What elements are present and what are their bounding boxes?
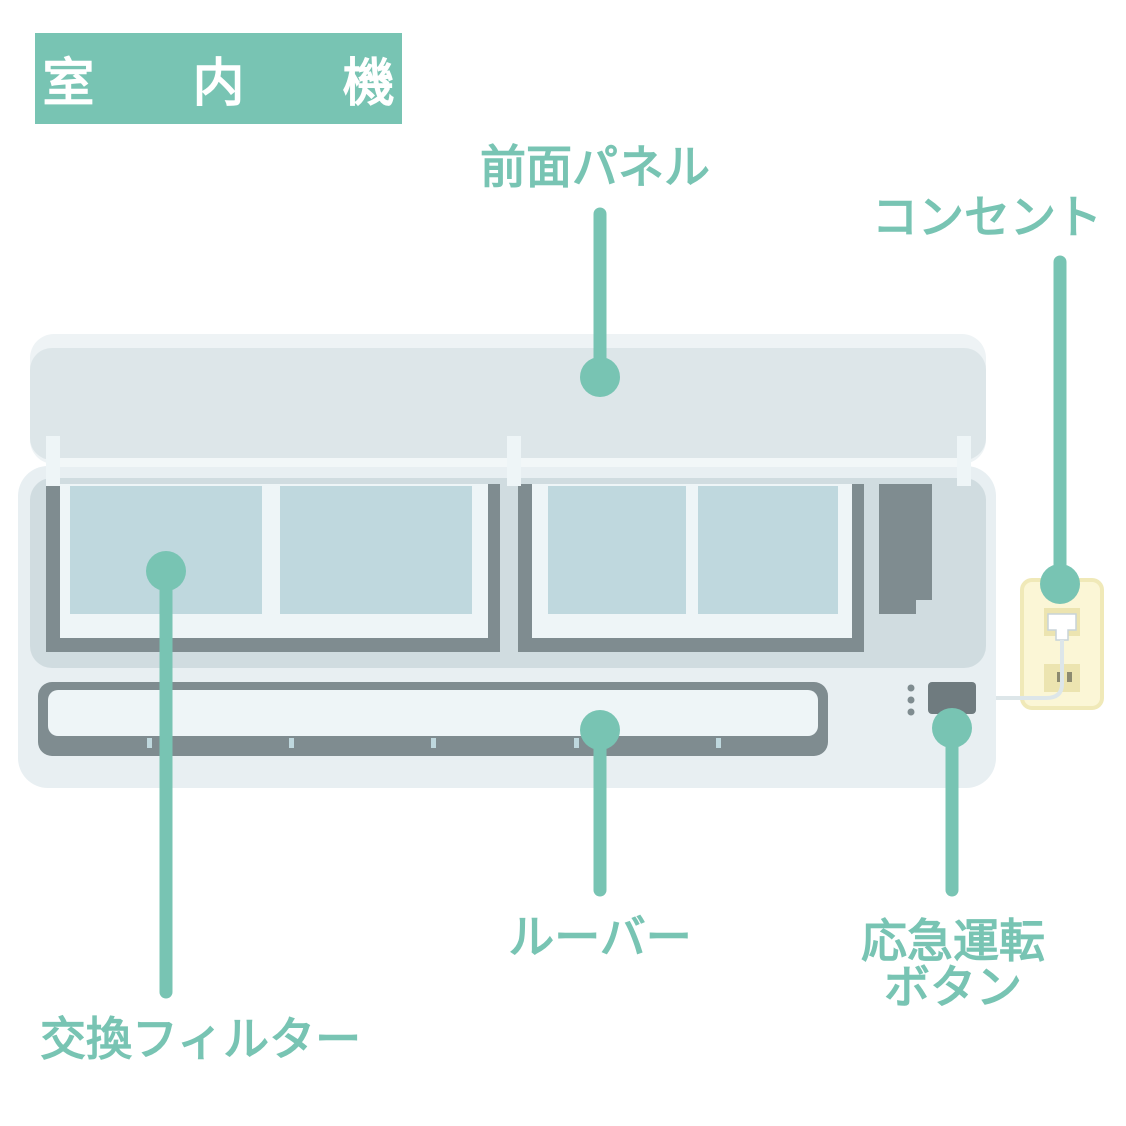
emergency-button <box>928 682 976 714</box>
side-unit-block <box>879 484 932 614</box>
label-outlet: コンセント <box>872 190 1102 244</box>
label-filter: 交換フィルター <box>40 1012 362 1066</box>
panel-hinge-left <box>46 436 60 486</box>
filter-right <box>518 484 864 652</box>
louver-ticks <box>147 738 721 748</box>
front-panel <box>30 348 986 460</box>
leader-lines <box>146 207 1080 999</box>
outlet-slot <box>1057 672 1062 682</box>
diagram-title: 室 内 機 <box>42 54 435 114</box>
label-louver: ルーバー <box>508 910 692 964</box>
label-front-panel: 前面パネル <box>480 140 710 194</box>
power-cord <box>996 640 1064 700</box>
label-emergency-line2: ボタン <box>884 960 1022 1014</box>
title-box: 室 内 機 <box>35 33 402 124</box>
panel-hinge-right <box>957 436 971 486</box>
label-emergency-line1: 応急運転 <box>861 914 1045 968</box>
outlet-slot <box>1067 672 1072 682</box>
filter-left <box>46 484 500 652</box>
power-plug <box>1047 613 1077 641</box>
louver-blade <box>48 690 818 736</box>
indicator-dots <box>907 684 915 716</box>
panel-hinge-center <box>507 436 521 486</box>
